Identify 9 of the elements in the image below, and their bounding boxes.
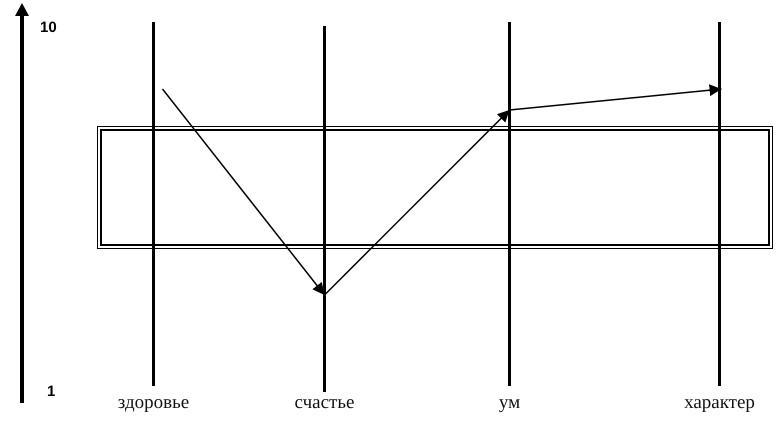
arrow — [162, 88, 326, 296]
scale-label: счастье — [294, 392, 354, 415]
scale-label: характер — [684, 392, 755, 415]
scale-label: ум — [498, 392, 520, 415]
scale-value: 1 — [47, 384, 56, 399]
scale-label: здоровье — [118, 392, 190, 415]
scale-value: 10 — [40, 20, 57, 35]
arrow — [324, 109, 510, 296]
arrow — [509, 84, 722, 111]
